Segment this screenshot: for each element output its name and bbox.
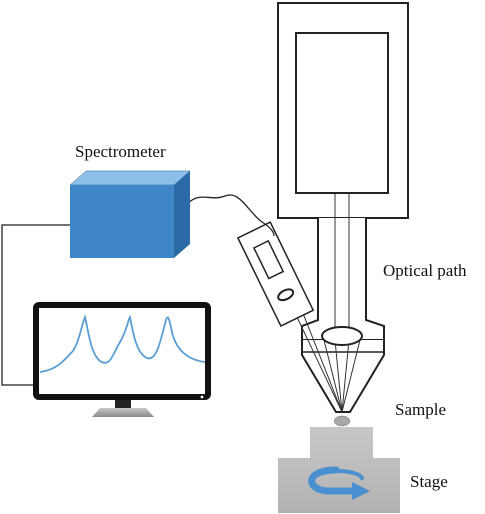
sample-dot — [333, 415, 351, 427]
monitor-neck — [115, 400, 131, 408]
monitor-screen — [39, 308, 205, 394]
objective-lens — [321, 326, 363, 346]
stage-label: Stage — [410, 472, 448, 491]
optical-fiber — [185, 194, 275, 237]
optical-path-label: Optical path — [383, 261, 467, 280]
spectrum-plot-line — [39, 314, 206, 373]
spectrometer-label: Spectrometer — [75, 142, 166, 161]
curved-arrow-icon — [308, 466, 370, 500]
spectrometer-front — [70, 185, 174, 258]
data-cable — [1, 224, 70, 386]
stage-block — [278, 427, 400, 513]
spectrometer-side — [174, 171, 190, 258]
microscope-body — [277, 2, 409, 413]
spectrometer-box — [69, 170, 191, 258]
monitor-power-light — [200, 395, 204, 399]
collection-arm-lens — [277, 288, 295, 302]
collection-arm — [236, 221, 315, 328]
microscope-tube — [301, 218, 385, 341]
collection-arm-detector — [252, 239, 285, 280]
monitor-stand — [92, 408, 154, 417]
monitor — [33, 302, 211, 417]
microscope-window — [295, 32, 389, 194]
spectrometer-top — [69, 170, 191, 186]
sample-label: Sample — [395, 400, 446, 419]
